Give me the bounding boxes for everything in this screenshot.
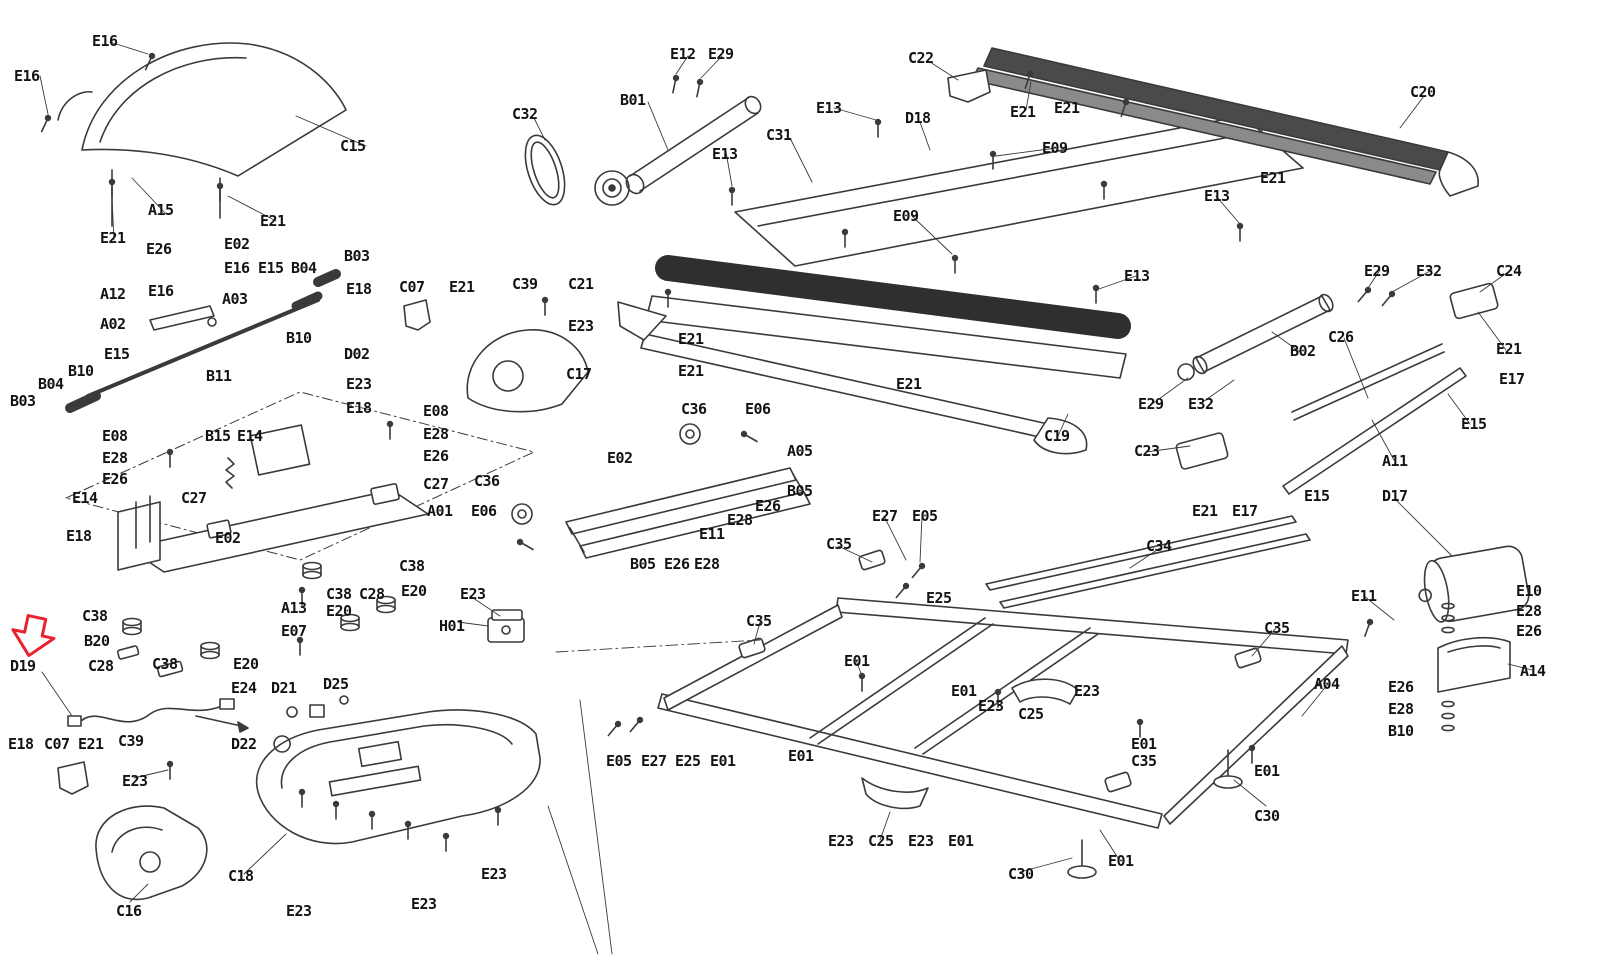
deck-strips-art [985,515,1311,609]
cross-weldment-art [511,423,811,559]
deck-board-art [734,115,1304,267]
wire-harness-art [67,695,349,753]
side-rail-right-art [971,47,1479,197]
running-belt-art [640,255,1131,455]
motor-hood-art [57,42,347,227]
leader-lines-art [39,41,1533,955]
trim-rails-art [1282,343,1467,495]
end-cap-art [57,761,208,901]
front-roller-art [594,95,762,206]
cups-bumpers-art [116,561,396,678]
drive-belt-art [524,134,566,206]
axle-parts-art [65,269,341,413]
base-tray-art [255,709,541,845]
front-weldment-art [65,391,535,573]
rear-roller-art [1177,293,1334,381]
damper-cylinder-art [1418,545,1530,732]
switch-box-art [487,609,525,643]
base-frame-art [657,549,1349,879]
highlight-arrow-icon [11,614,56,658]
covers-brackets-art [403,69,1499,470]
